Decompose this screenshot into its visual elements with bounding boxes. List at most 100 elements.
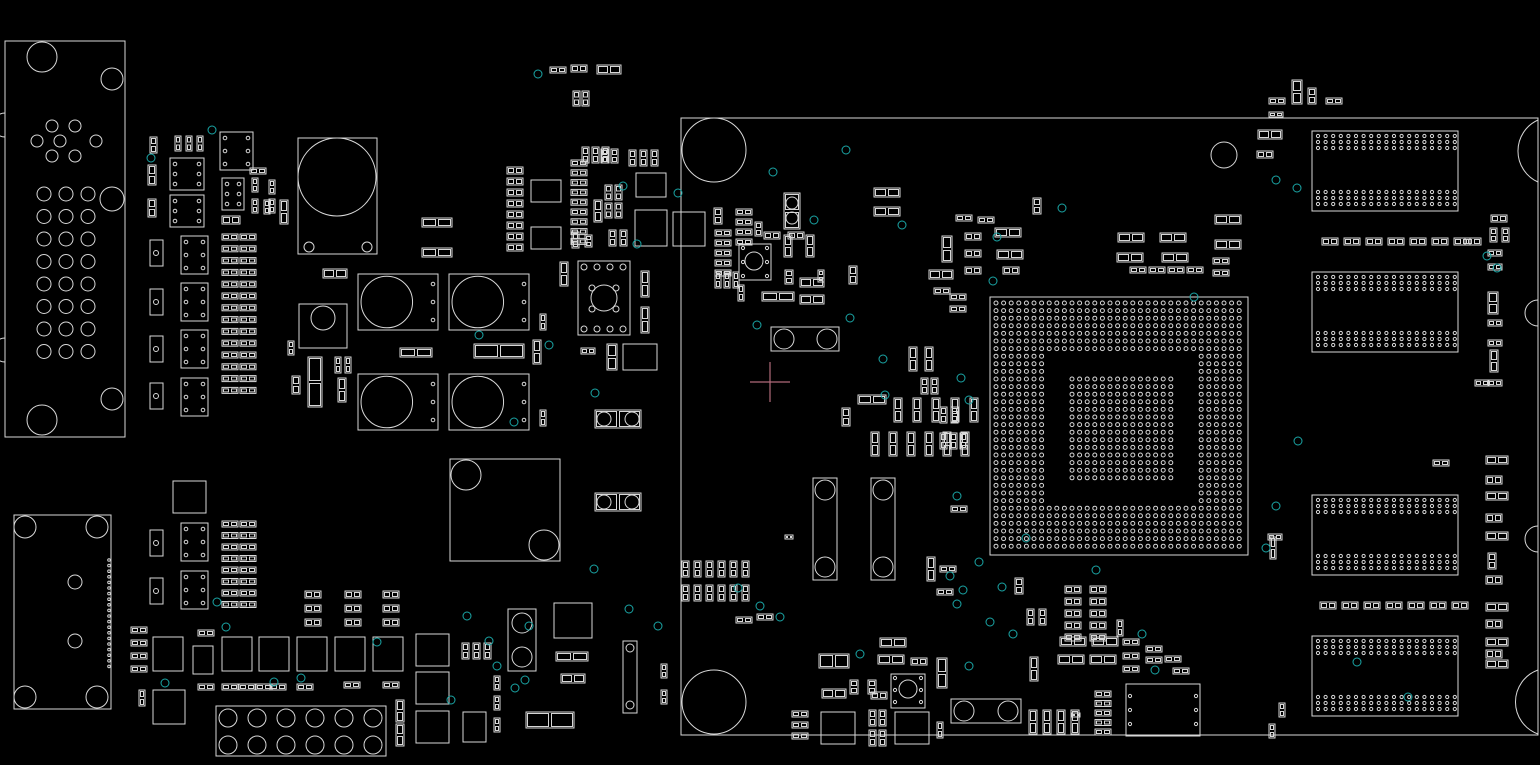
smd-pad bbox=[606, 186, 611, 192]
bga-ball bbox=[1315, 330, 1321, 336]
bga-ball bbox=[1160, 346, 1166, 352]
bga-ball bbox=[1338, 644, 1343, 650]
bga-ball bbox=[1122, 384, 1128, 390]
bga-ball bbox=[1429, 503, 1435, 509]
smd-pad bbox=[508, 212, 514, 217]
bga-ball bbox=[1039, 315, 1045, 321]
bga-ball bbox=[1008, 467, 1014, 473]
bga-ball bbox=[1376, 509, 1381, 515]
bga-ball bbox=[1399, 195, 1404, 201]
bga-ball bbox=[1206, 346, 1212, 352]
smd-passive-outline bbox=[1268, 111, 1284, 118]
bga-ball bbox=[1001, 399, 1007, 405]
bga-ball bbox=[1236, 482, 1242, 488]
smd-pad bbox=[573, 233, 578, 239]
bga-ball bbox=[1130, 330, 1136, 336]
bga-ball bbox=[1039, 460, 1045, 466]
smd-passive-outline bbox=[994, 227, 1022, 238]
bga-ball bbox=[1092, 338, 1098, 344]
bga-ball bbox=[1198, 346, 1204, 352]
smd-pad bbox=[870, 739, 875, 745]
smd-pad bbox=[908, 433, 914, 443]
smd-pad bbox=[249, 533, 255, 538]
bga-ball bbox=[1221, 513, 1227, 519]
bga-ball bbox=[1338, 342, 1343, 348]
smd-passive-outline bbox=[1038, 608, 1047, 626]
bga-ball bbox=[1008, 315, 1014, 321]
bga-ball bbox=[1175, 505, 1181, 511]
smd-passive-outline bbox=[1059, 636, 1087, 647]
smd-pad bbox=[875, 208, 886, 215]
bga-ball bbox=[1069, 315, 1075, 321]
bga-ball bbox=[1236, 346, 1242, 352]
bga-ball bbox=[1023, 338, 1029, 344]
smd-pad bbox=[1066, 599, 1072, 604]
smd-pad bbox=[1072, 656, 1083, 663]
bga-ball bbox=[1236, 361, 1242, 367]
vga-screw-hole bbox=[99, 186, 125, 212]
bga-ball bbox=[1315, 286, 1321, 292]
bga-ball bbox=[1001, 391, 1007, 397]
bga-ball bbox=[1331, 133, 1336, 139]
smd-pad bbox=[928, 570, 934, 580]
smd-pad bbox=[850, 267, 856, 274]
bga-ball bbox=[1031, 543, 1037, 549]
bga-ball bbox=[1221, 536, 1227, 542]
via bbox=[809, 215, 819, 225]
smd-pad bbox=[974, 268, 980, 273]
bga-ball bbox=[1107, 543, 1113, 549]
smd-pad bbox=[187, 137, 191, 143]
bga-ball bbox=[1077, 338, 1083, 344]
diode-pad bbox=[153, 588, 159, 594]
bga-ball bbox=[1122, 300, 1128, 306]
smd-pad bbox=[346, 358, 350, 364]
bga-ball bbox=[1391, 280, 1397, 286]
bga-ball bbox=[1331, 336, 1336, 342]
smd-passive-outline bbox=[421, 247, 453, 258]
smd-pad bbox=[253, 200, 257, 205]
bga-ball bbox=[993, 414, 999, 420]
smd-pad bbox=[223, 270, 229, 275]
bga-ball bbox=[1023, 384, 1029, 390]
smd-passive-outline bbox=[506, 243, 524, 252]
bga-ball bbox=[1236, 528, 1242, 534]
bga-ball bbox=[1183, 346, 1189, 352]
bga-ball bbox=[1160, 422, 1166, 428]
bga-ball bbox=[1384, 565, 1389, 571]
smd-pad bbox=[1277, 113, 1282, 116]
smd-pad bbox=[1174, 669, 1180, 673]
ic-package-outline bbox=[462, 711, 487, 743]
diode-outline bbox=[149, 577, 164, 605]
smd-passive-outline bbox=[996, 249, 1024, 260]
smd-pad bbox=[1487, 604, 1496, 610]
smd-passive-outline bbox=[149, 136, 158, 154]
bga-ball bbox=[1046, 528, 1052, 534]
smd-pad bbox=[241, 376, 247, 381]
vga-screw-hole bbox=[100, 67, 124, 91]
bga-ball bbox=[1153, 323, 1159, 329]
bga-ball bbox=[1429, 280, 1435, 286]
bga-ball bbox=[1236, 429, 1242, 435]
smd-passive-outline bbox=[1129, 266, 1147, 274]
bga-ball bbox=[1016, 452, 1022, 458]
smd-pad bbox=[562, 675, 572, 682]
smd-pad bbox=[938, 659, 946, 672]
pin-header-2x6-outline bbox=[215, 705, 387, 757]
smd-passive-outline bbox=[1409, 237, 1427, 246]
bga-ball bbox=[1031, 482, 1037, 488]
smd-pad bbox=[926, 360, 932, 370]
smd-pad bbox=[908, 445, 914, 455]
smd-pad bbox=[1214, 271, 1220, 275]
smd-pad bbox=[223, 235, 229, 239]
bga-ball bbox=[1183, 300, 1189, 306]
smd-pad bbox=[500, 345, 523, 357]
ic-pin bbox=[1193, 707, 1199, 713]
smd-pad bbox=[534, 353, 540, 363]
smd-pad bbox=[248, 685, 254, 689]
bga-ball bbox=[1221, 452, 1227, 458]
bga-ball bbox=[1016, 308, 1022, 314]
via bbox=[1271, 175, 1281, 185]
bga-ball bbox=[1107, 300, 1113, 306]
bga-ball bbox=[1145, 323, 1151, 329]
